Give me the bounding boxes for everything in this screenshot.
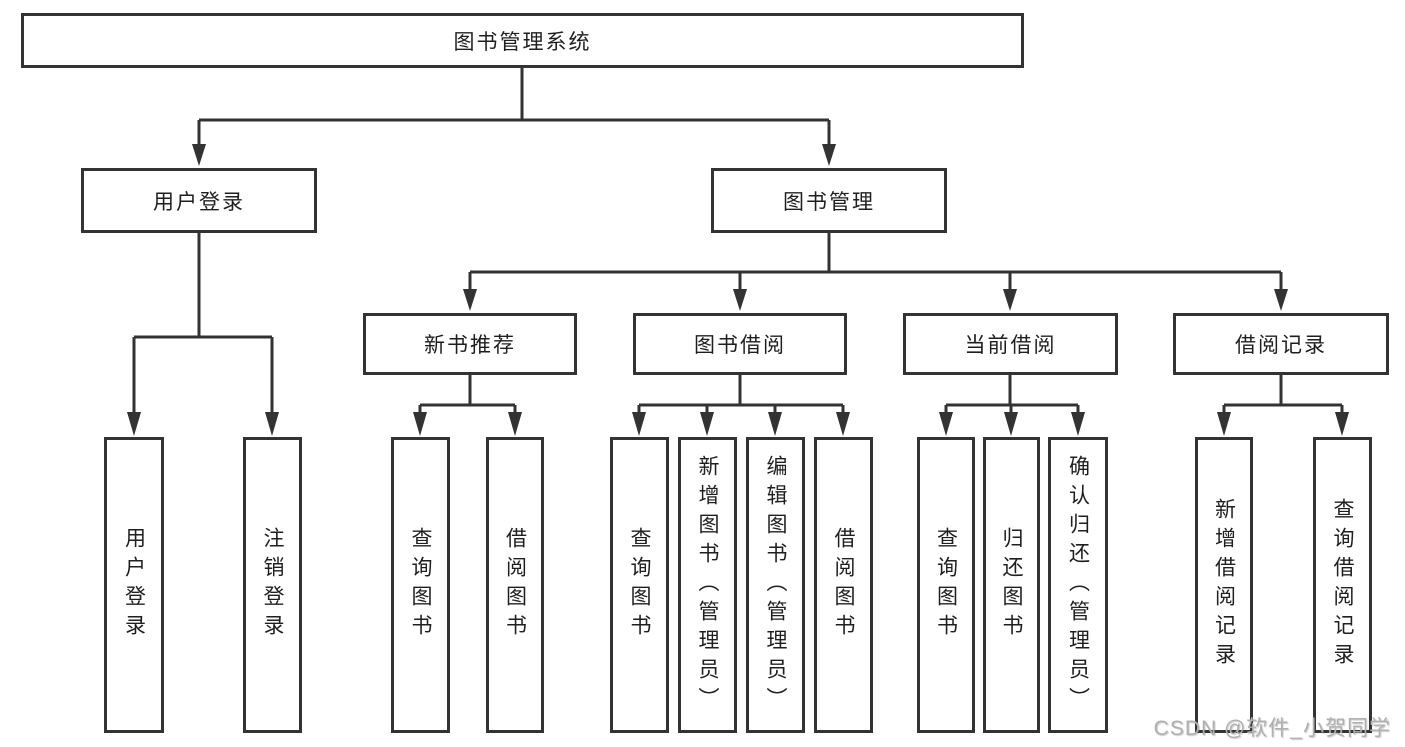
node-user-login: 用户登录 xyxy=(81,168,317,233)
leaf-logout-label: 注销登录 xyxy=(261,527,284,643)
leaf-bb-query-books: 查询图书 xyxy=(610,437,669,733)
leaf-bb-query-books-label: 查询图书 xyxy=(628,527,651,643)
leaf-bb-add-books-admin: 新增图书（管理员） xyxy=(678,437,737,733)
leaf-bb-add-books-admin-label: 新增图书（管理员） xyxy=(696,454,719,716)
csdn-watermark: CSDN @软件_小贺同学 xyxy=(1153,717,1391,740)
node-book-mgmt-label: 图书管理 xyxy=(783,190,875,214)
connector-root-to-level2 xyxy=(192,68,836,166)
connector-borrow-records-to-leaves xyxy=(1217,375,1349,436)
leaf-cb-return-books: 归还图书 xyxy=(983,437,1040,733)
node-borrow-records: 借阅记录 xyxy=(1173,313,1389,375)
leaf-nb-borrow-books-label: 借阅图书 xyxy=(503,527,527,643)
node-root: 图书管理系统 xyxy=(21,13,1024,68)
node-book-borrow: 图书借阅 xyxy=(633,313,847,375)
leaf-logout: 注销登录 xyxy=(243,437,302,733)
leaf-bb-edit-books-admin: 编辑图书（管理员） xyxy=(746,437,805,733)
connector-book-borrow-to-leaves xyxy=(632,375,850,436)
leaf-br-add-record: 新增借阅记录 xyxy=(1195,437,1253,733)
leaf-bb-borrow-books: 借阅图书 xyxy=(814,437,873,733)
connector-book-mgmt-to-level3 xyxy=(463,233,1288,311)
leaf-bb-edit-books-admin-label: 编辑图书（管理员） xyxy=(764,454,787,716)
node-user-login-label: 用户登录 xyxy=(153,190,245,214)
node-book-mgmt: 图书管理 xyxy=(711,168,947,233)
connector-current-borrow-to-leaves xyxy=(939,375,1085,436)
leaf-cb-confirm-return-admin: 确认归还（管理员） xyxy=(1048,437,1108,733)
leaf-cb-confirm-return-admin-label: 确认归还（管理员） xyxy=(1066,454,1090,716)
leaf-cb-query-books: 查询图书 xyxy=(917,437,975,733)
leaf-nb-query-books-label: 查询图书 xyxy=(409,527,432,643)
node-root-label: 图书管理系统 xyxy=(453,30,592,54)
leaf-user-login-label: 用户登录 xyxy=(122,527,146,643)
node-new-books-label: 新书推荐 xyxy=(424,334,516,357)
connector-user-login-to-leaves xyxy=(127,233,279,436)
node-book-borrow-label: 图书借阅 xyxy=(694,334,786,357)
leaf-br-add-record-label: 新增借阅记录 xyxy=(1212,498,1236,672)
connector-new-books-to-leaves xyxy=(413,375,522,436)
leaf-cb-query-books-label: 查询图书 xyxy=(934,527,958,643)
node-current-borrow: 当前借阅 xyxy=(903,313,1118,375)
node-new-books: 新书推荐 xyxy=(363,313,577,375)
leaf-br-query-record: 查询借阅记录 xyxy=(1313,437,1372,733)
leaf-bb-borrow-books-label: 借阅图书 xyxy=(832,527,855,643)
leaf-br-query-record-label: 查询借阅记录 xyxy=(1331,498,1354,672)
leaf-cb-return-books-label: 归还图书 xyxy=(1000,527,1023,643)
node-borrow-records-label: 借阅记录 xyxy=(1235,334,1327,357)
leaf-user-login: 用户登录 xyxy=(104,437,164,733)
leaf-nb-borrow-books: 借阅图书 xyxy=(486,437,544,733)
node-current-borrow-label: 当前借阅 xyxy=(964,334,1057,357)
leaf-nb-query-books: 查询图书 xyxy=(391,437,450,733)
